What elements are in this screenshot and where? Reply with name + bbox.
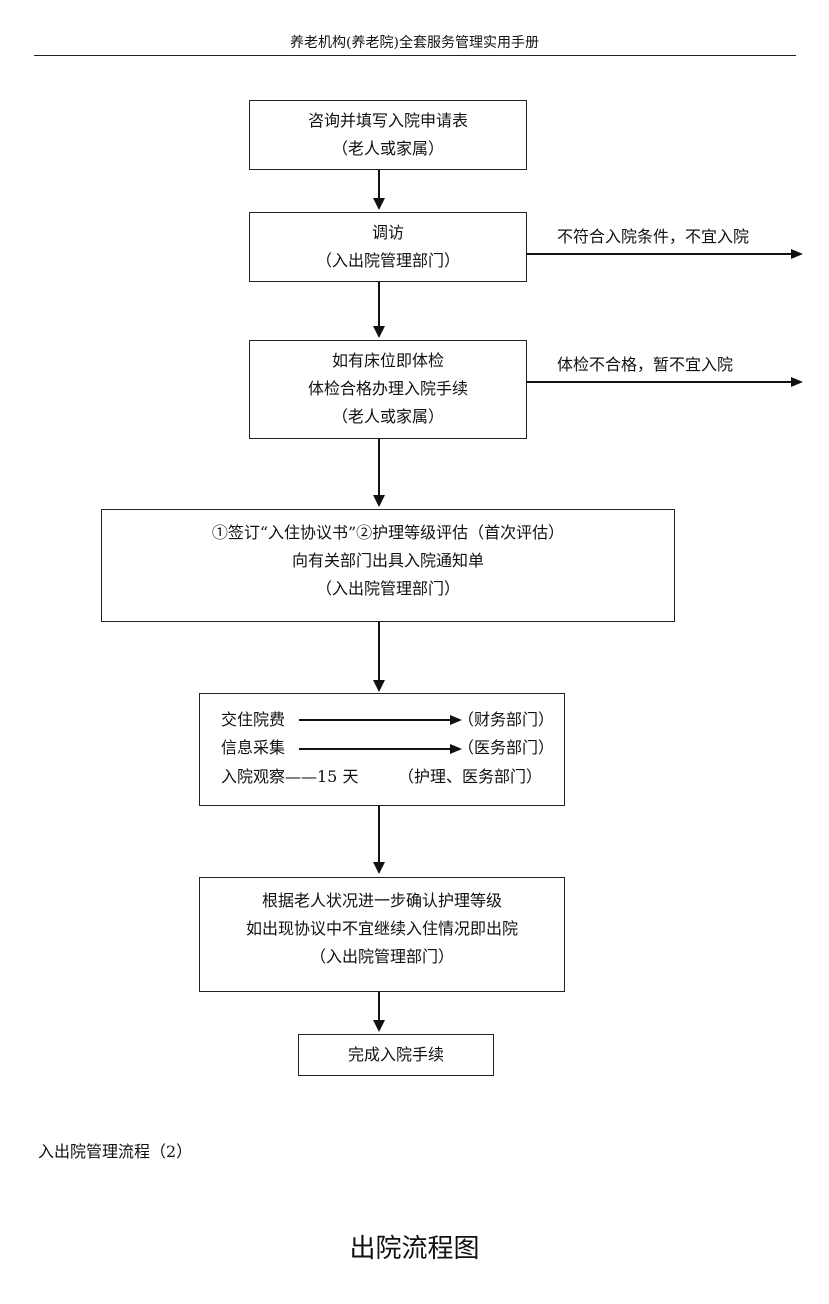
flow-arrow-line xyxy=(378,282,380,328)
reject-arrow-head xyxy=(791,249,803,259)
step-line: 根据老人状况进一步确认护理等级 xyxy=(261,891,502,910)
fee-dept: （财务部门） xyxy=(458,710,555,729)
flow-arrow-head xyxy=(373,495,385,507)
flow-arrow-line xyxy=(378,806,380,864)
fee-arrow-head xyxy=(450,715,462,725)
flow-arrow-head xyxy=(373,680,385,692)
reject-arrow-line xyxy=(527,381,793,383)
step-line: 咨询并填写入院申请表 xyxy=(307,111,468,130)
flow-arrow-line xyxy=(378,992,380,1022)
step-agreement-box: ①签订“入住协议书”②护理等级评估（首次评估） 向有关部门出具入院通知单 （入出… xyxy=(101,509,675,622)
step-line: （入出院管理部门） xyxy=(309,947,454,966)
flow-caption: 入出院管理流程（2） xyxy=(38,1142,193,1161)
flow-arrow-head xyxy=(373,326,385,338)
step-line: 如有床位即体检 xyxy=(331,351,444,370)
fee-item: 交住院费 xyxy=(221,710,286,729)
step-line: ①签订“入住协议书”②护理等级评估（首次评估） xyxy=(211,523,565,542)
observation-item: 入院观察——15 天 xyxy=(221,767,359,786)
reject-arrow-head xyxy=(791,377,803,387)
step-confirm-box: 根据老人状况进一步确认护理等级 如出现协议中不宜继续入住情况即出院 （入出院管理… xyxy=(199,877,565,992)
checkup-fail-note: 体检不合格，暂不宜入院 xyxy=(557,355,734,374)
flow-arrow-head xyxy=(373,198,385,210)
step-line: 调访 xyxy=(371,223,404,242)
step-line: （老人或家属） xyxy=(331,407,444,426)
fee-arrow-line xyxy=(299,719,451,721)
step-admission-box xyxy=(199,693,565,806)
observation-dept: （护理、医务部门） xyxy=(398,767,543,786)
flow-arrow-line xyxy=(378,439,380,497)
step-apply-box: 咨询并填写入院申请表 （老人或家属） xyxy=(249,100,527,170)
section-title: 出院流程图 xyxy=(349,1234,480,1264)
step-line: （入出院管理部门） xyxy=(315,579,460,598)
flow-arrow-head xyxy=(373,862,385,874)
step-line: （入出院管理部门） xyxy=(315,251,460,270)
flow-arrow-head xyxy=(373,1020,385,1032)
step-line: 向有关部门出具入院通知单 xyxy=(291,551,484,570)
info-arrow-head xyxy=(450,744,462,754)
info-item: 信息采集 xyxy=(221,738,286,757)
reject-arrow-line xyxy=(527,253,793,255)
info-arrow-line xyxy=(299,748,451,750)
page-header: 养老机构(养老院)全套服务管理实用手册 xyxy=(290,35,539,51)
step-line: 如出现协议中不宜继续入住情况即出院 xyxy=(245,919,518,938)
step-line: 完成入院手续 xyxy=(347,1045,444,1064)
info-dept: （医务部门） xyxy=(458,738,555,757)
step-visit-box: 调访 （入出院管理部门） xyxy=(249,212,527,282)
step-checkup-box: 如有床位即体检 体检合格办理入院手续 （老人或家属） xyxy=(249,340,527,439)
flow-arrow-line xyxy=(378,622,380,682)
header-rule xyxy=(34,55,796,56)
step-complete-box: 完成入院手续 xyxy=(298,1034,494,1076)
step-line: （老人或家属） xyxy=(331,139,444,158)
step-line: 体检合格办理入院手续 xyxy=(307,379,468,398)
flow-arrow-line xyxy=(378,170,380,200)
reject-note: 不符合入院条件，不宜入院 xyxy=(557,227,750,246)
